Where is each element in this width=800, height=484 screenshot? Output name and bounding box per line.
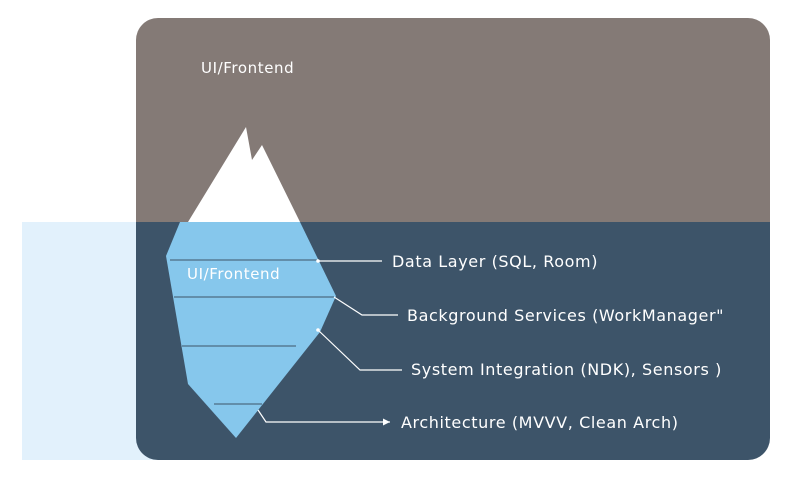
layer-label-data-layer: Data Layer (SQL, Room) xyxy=(392,252,599,271)
iceberg-label: UI/Frontend xyxy=(187,265,281,283)
leader-line-background-services xyxy=(333,296,398,316)
iceberg-tip xyxy=(188,127,300,222)
layer-label-background-services: Background Services (WorkManager" xyxy=(407,306,725,325)
leader-dot xyxy=(316,328,320,332)
layer-label-system-integration: System Integration (NDK), Sensors ) xyxy=(411,360,722,379)
iceberg-underwater xyxy=(166,222,336,438)
leader-line-architecture xyxy=(257,409,390,426)
leader-line-system-integration xyxy=(317,329,402,371)
layer-label-architecture: Architecture (MVVV, Clean Arch) xyxy=(401,413,679,432)
surface-label: UI/Frontend xyxy=(201,59,295,77)
leader-dot xyxy=(316,259,320,263)
